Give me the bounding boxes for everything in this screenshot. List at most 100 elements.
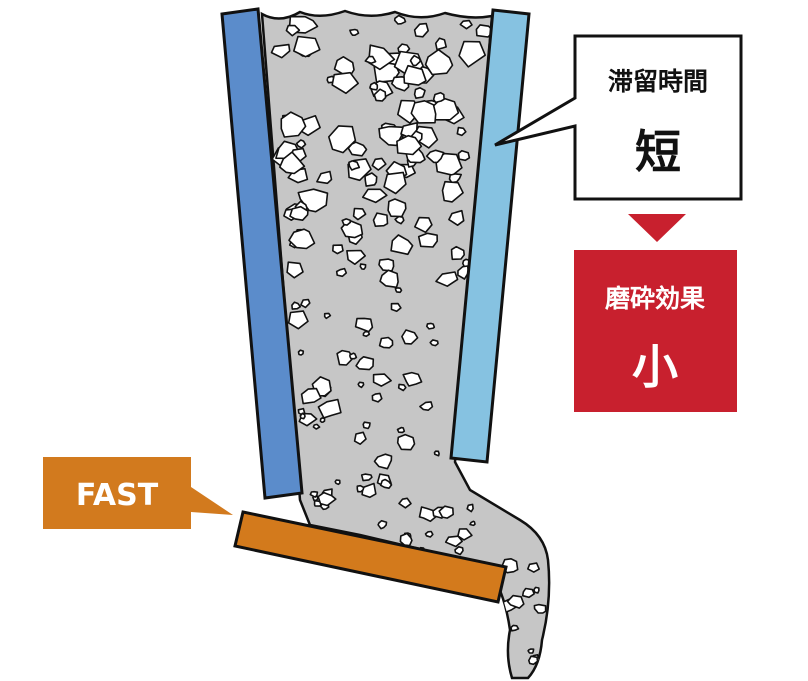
rock-particle <box>419 401 434 412</box>
rock-particle <box>359 263 367 271</box>
rock-particle <box>435 271 459 288</box>
rock-particle <box>341 218 352 226</box>
rock-particle <box>403 64 427 86</box>
rock-particle <box>379 269 399 289</box>
rock-particle <box>454 545 464 556</box>
rock-particle <box>533 603 547 614</box>
rock-particle <box>506 594 525 609</box>
rock-particle <box>398 497 412 509</box>
rock-particle <box>448 209 465 226</box>
rock-particle <box>424 48 454 76</box>
rock-particle <box>299 412 306 420</box>
rock-particle <box>469 520 476 527</box>
down-arrow-icon <box>628 214 686 242</box>
rock-particle <box>457 528 473 541</box>
grinding-effect-value: 小 <box>632 340 678 394</box>
right-liner-plate <box>449 8 531 464</box>
rock-particle <box>270 43 291 59</box>
rock-particle <box>352 207 367 221</box>
rock-particle <box>292 35 321 58</box>
rock-particle <box>327 125 357 154</box>
rock-particle <box>371 392 383 403</box>
rock-particle <box>356 484 365 493</box>
rock-particle <box>417 232 439 248</box>
left-liner-plate <box>220 7 304 500</box>
residence-callout-box <box>494 34 743 201</box>
rock-particle <box>394 215 405 225</box>
rock-particle <box>369 81 379 91</box>
rock-particle <box>353 431 367 446</box>
discharge-gate <box>233 510 508 604</box>
grinding-effect-box: 磨砕効果 小 <box>574 250 737 412</box>
rock-particle <box>316 170 333 185</box>
rock-particle <box>373 453 393 470</box>
rock-particle <box>348 160 361 171</box>
rock-particle <box>434 37 448 51</box>
rock-particle <box>287 310 309 330</box>
rock-particle <box>297 188 329 213</box>
rock-particle <box>378 336 394 349</box>
rock-particle <box>527 655 539 666</box>
rock-particle <box>285 24 301 37</box>
rock-particle <box>360 473 373 482</box>
rock-particle <box>289 205 309 221</box>
rock-particle <box>349 28 360 37</box>
rock-particle <box>521 587 536 599</box>
rock-particle <box>456 126 467 137</box>
rock-particle <box>444 535 464 548</box>
rock-particle <box>397 383 407 392</box>
rock-particle <box>393 14 407 25</box>
rock-particle <box>441 180 464 203</box>
rock-particle <box>383 171 407 195</box>
rock-particle <box>291 301 302 310</box>
grinding-effect-background <box>574 250 737 412</box>
rock-particle <box>317 491 337 507</box>
rock-particle <box>300 387 322 405</box>
rock-particle <box>297 349 305 356</box>
rock-particle <box>401 329 419 345</box>
rock-particle <box>295 139 307 149</box>
rock-particle <box>510 624 520 632</box>
rock-particle <box>413 87 426 99</box>
rock-particle <box>364 55 377 65</box>
rock-particle <box>373 88 387 102</box>
rock-particle <box>379 478 393 490</box>
rock-particle <box>280 111 307 138</box>
rock-particle <box>319 417 326 424</box>
rock-particle <box>355 355 375 371</box>
rock-particles <box>270 14 547 666</box>
rock-particle <box>390 302 402 313</box>
rock-particle <box>424 530 434 538</box>
rock-particle <box>362 330 371 338</box>
rock-particle <box>278 151 306 175</box>
rock-particle <box>331 244 344 255</box>
rock-particle <box>362 421 371 430</box>
residence-time-label: 滞留時間 <box>608 67 708 96</box>
rock-particle <box>396 426 406 434</box>
rock-particle <box>317 398 342 419</box>
rock-particle <box>357 381 365 389</box>
rock-particle <box>466 503 474 513</box>
rock-particle <box>402 371 423 387</box>
rock-particle <box>413 22 430 38</box>
rock-particle <box>429 339 439 347</box>
rock-particle <box>371 157 387 171</box>
rock-particle <box>433 450 440 457</box>
rock-particle <box>413 216 433 234</box>
rock-particle <box>526 562 541 573</box>
rock-particle <box>300 298 311 309</box>
rock-particle <box>367 44 396 71</box>
rock-particle <box>286 261 304 279</box>
rock-particle <box>346 249 367 266</box>
rock-particle <box>459 19 473 30</box>
rock-particle <box>409 54 422 67</box>
rock-particle <box>309 490 319 498</box>
rock-particle <box>394 287 403 294</box>
rock-particle <box>377 519 388 530</box>
rock-particle <box>396 433 416 451</box>
rock-particle <box>450 245 466 261</box>
rock-particle <box>334 479 341 486</box>
rock-particle <box>425 322 436 330</box>
rock-particle <box>458 40 487 68</box>
